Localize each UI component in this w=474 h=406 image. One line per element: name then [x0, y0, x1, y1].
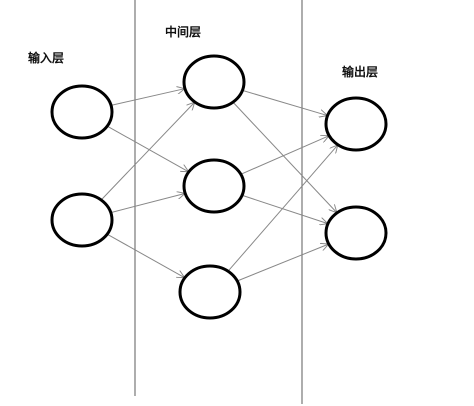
- input-layer-label: 输入层: [28, 50, 64, 65]
- edge-i2-h3: [106, 233, 184, 277]
- edge-h2-o1: [240, 136, 328, 175]
- output-layer-label: 输出层: [342, 64, 378, 79]
- output-node-o2: [324, 205, 388, 261]
- hidden-node-h3: [178, 264, 242, 320]
- edge-h3-o2: [237, 244, 328, 282]
- hidden-node-h1: [182, 54, 246, 110]
- edge-i2-h1: [100, 103, 194, 201]
- hidden-layer-label: 中间层: [165, 24, 201, 39]
- input-node-i1: [50, 84, 114, 140]
- edge-h1-o2: [232, 101, 336, 212]
- edge-h2-o2: [241, 194, 327, 223]
- nodes-group: [50, 54, 388, 320]
- input-node-i2: [50, 192, 114, 248]
- edges-group: [100, 89, 337, 282]
- edge-h1-o1: [242, 89, 326, 115]
- edge-i1-h1: [110, 89, 184, 106]
- edge-h3-o1: [227, 146, 337, 272]
- hidden-node-h2: [182, 158, 246, 214]
- output-node-o1: [324, 96, 388, 152]
- edge-i1-h2: [106, 125, 188, 171]
- edge-i2-h2: [110, 194, 185, 214]
